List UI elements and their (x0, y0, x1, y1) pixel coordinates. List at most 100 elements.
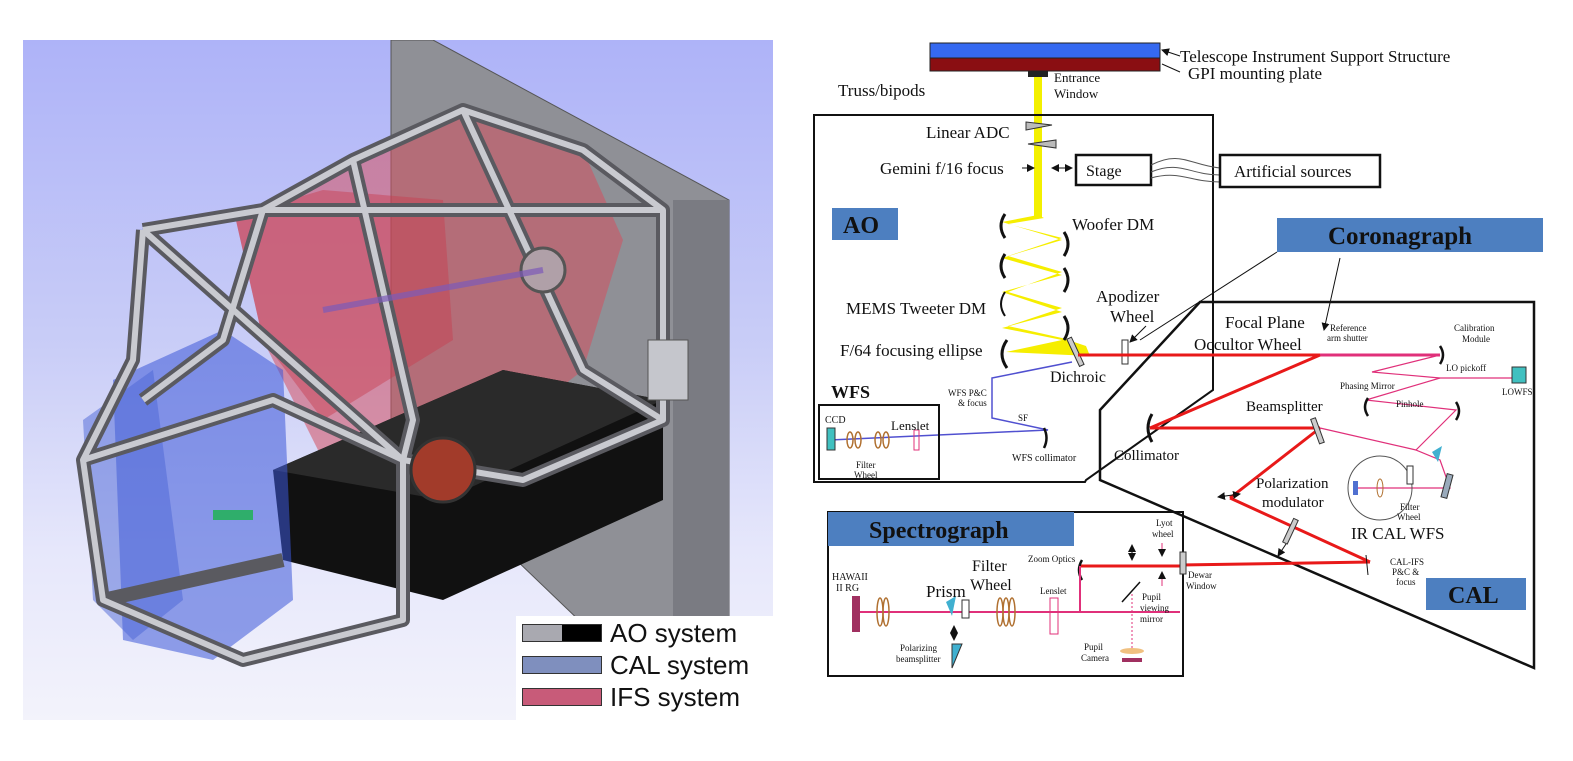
legend: AO system CAL system IFS system (516, 616, 773, 720)
mems-label: MEMS Tweeter DM (846, 299, 986, 318)
ref-arm-label: Reference (1330, 323, 1366, 333)
ifs-filter (961, 599, 970, 619)
apodizer-element (1121, 339, 1129, 365)
legend-item-ifs: IFS system (522, 682, 741, 712)
legend-swatch-ifs (522, 688, 602, 706)
coronagraph-title-box (1277, 218, 1543, 252)
legend-item-cal: CAL system (522, 650, 750, 680)
polmod-plate (1282, 517, 1299, 545)
beamsplitter-label: Beamsplitter (1246, 399, 1323, 415)
ccd-label: CCD (825, 415, 846, 426)
optical-schematic-panel: Telescope Instrument Support Structure G… (800, 0, 1573, 761)
dichroic (1066, 336, 1085, 368)
pinhole-mirror (1454, 401, 1461, 421)
cal-beams (1149, 353, 1440, 567)
ifs-filter-label: Wheel (970, 577, 1012, 594)
hawaii-detector (852, 596, 860, 632)
pupil-lens (1120, 648, 1144, 654)
zoom-label: Zoom Optics (1028, 554, 1076, 564)
mirror (1062, 231, 1070, 257)
pupil-mirror-label: viewing (1140, 603, 1169, 613)
pupil-mirror-label: mirror (1140, 614, 1163, 624)
stage-label: Stage (1086, 163, 1122, 180)
apodizer-label: Apodizer (1096, 287, 1160, 306)
fpm-label: Focal Plane (1225, 313, 1305, 332)
cad-render-illustration (76, 40, 730, 720)
pupil-viewing-mirror (1121, 581, 1141, 603)
woofer-mirror (999, 213, 1007, 239)
wfs-filter-label: Wheel (854, 470, 878, 480)
pupil-camera-label: Pupil (1084, 642, 1104, 652)
prism (946, 596, 956, 616)
collimator-label: Collimator (1114, 448, 1179, 464)
phasing-mirror-label: Phasing Mirror (1340, 381, 1395, 391)
lo-pickoff-label: LO pickoff (1446, 363, 1486, 373)
pinhole-label: Pinhole (1396, 399, 1424, 409)
ifs-lenslet-label: Lenslet (1040, 586, 1067, 596)
ao-title: AO (843, 213, 879, 239)
cal-filter (1406, 465, 1414, 485)
fiber-bundle (1150, 157, 1221, 183)
wfs-sf-label: SF (1018, 413, 1028, 423)
apodizer-label: Wheel (1110, 307, 1155, 326)
cal-filter-label: Wheel (1397, 512, 1421, 522)
entrance-label: Entrance (1054, 70, 1100, 85)
calmod-label: Module (1462, 334, 1490, 344)
califs-label: CAL-IFS (1390, 557, 1424, 567)
mirror (1062, 315, 1070, 341)
cal-filter-label: Filter (1400, 502, 1420, 512)
entrance-label: Window (1054, 86, 1099, 101)
polmod-label: modulator (1262, 495, 1324, 511)
polbs-label: Polarizing (900, 643, 937, 653)
legend-label: AO system (610, 618, 738, 648)
legend-label: CAL system (610, 650, 750, 680)
f64-label: F/64 focusing ellipse (840, 341, 983, 360)
artificial-sources-box (1218, 153, 1382, 189)
gpi-plate (929, 57, 1161, 72)
cal-prism (1432, 446, 1442, 462)
cal-mirror (1438, 345, 1445, 365)
ifs-lenslet (1049, 597, 1059, 635)
mirror (1062, 267, 1070, 293)
cad-render-panel: AO system CAL system IFS system (23, 40, 773, 720)
pupil-camera-label: Camera (1081, 653, 1109, 663)
ao-boundary (813, 114, 1214, 483)
wfs-pc-label: & focus (958, 398, 987, 408)
wfs-box (818, 404, 940, 480)
cal-title: CAL (1448, 583, 1499, 609)
ref-arm-label: arm shutter (1327, 333, 1368, 343)
wfs-lenslet-label: Lenslet (891, 418, 930, 433)
legend-label: IFS system (610, 682, 741, 712)
pinhole-mirror (1363, 397, 1370, 417)
pupil-camera (1122, 658, 1142, 662)
lowfs-detector (1511, 366, 1527, 384)
legend-swatch-ao (522, 624, 602, 642)
lyot-label: wheel (1152, 529, 1174, 539)
spectrograph-title: Spectrograph (869, 518, 1009, 544)
gpi-plate-label: GPI mounting plate (1188, 64, 1322, 83)
dewar-window (1179, 551, 1187, 575)
optical-schematic: Telescope Instrument Support Structure G… (813, 42, 1543, 677)
bracket (647, 339, 689, 401)
dewar-label: Dewar (1188, 570, 1212, 580)
collimator-mirror (1146, 413, 1154, 443)
mounting-plate-edge (673, 200, 729, 700)
califs-label: focus (1396, 577, 1416, 587)
adc-prism (1025, 121, 1053, 131)
tiss-label: Telescope Instrument Support Structure (1180, 47, 1450, 66)
gemini-focus-label: Gemini f/16 focus (880, 159, 1004, 178)
ao-beam-zigzag (1002, 215, 1090, 356)
f64-ellipse-mirror (1000, 339, 1009, 369)
lowfs-label: LOWFS (1502, 387, 1533, 397)
califs-label: P&C & (1392, 567, 1419, 577)
linear-adc-label: Linear ADC (926, 123, 1010, 142)
beam-path (322, 267, 544, 313)
cal-optic (1440, 473, 1454, 499)
ircal-label: IR CAL WFS (1351, 524, 1445, 543)
mirror (999, 253, 1007, 279)
ifs-filter-label: Filter (972, 558, 1007, 575)
truss-label: Truss/bipods (838, 81, 925, 100)
wfs-collimator-label: WFS collimator (1012, 453, 1077, 464)
polarizing-beamsplitter (951, 643, 963, 669)
polbs-label: beamsplitter (896, 654, 941, 664)
